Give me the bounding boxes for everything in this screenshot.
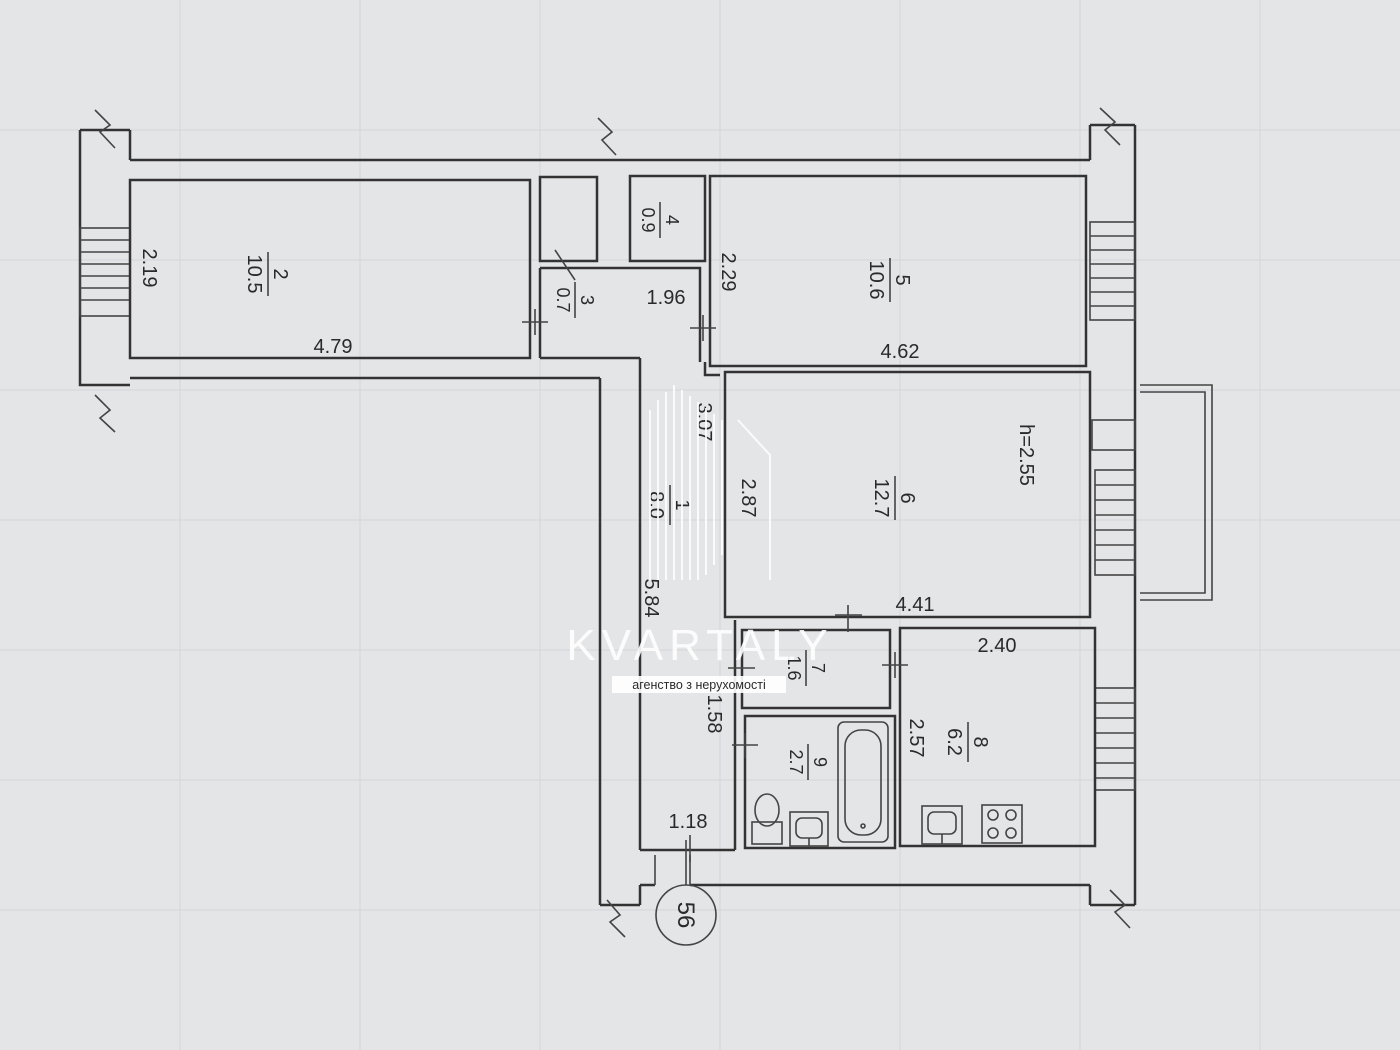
- svg-text:2: 2: [269, 268, 291, 279]
- windows: [79, 221, 1136, 791]
- closet-outline: [538, 175, 599, 263]
- dim-5-84: 5.84: [640, 579, 662, 618]
- sink-icon: [789, 811, 829, 847]
- room-7-outline: [740, 628, 892, 710]
- room-4-label: 4 0.9: [638, 202, 682, 238]
- room-2-label: 2 10.5: [243, 252, 291, 296]
- apartment-number-marker: 56: [655, 840, 717, 946]
- svg-text:5: 5: [891, 274, 913, 285]
- svg-text:7: 7: [808, 663, 828, 673]
- stove-icon: [981, 804, 1023, 844]
- room-6-outline: [723, 370, 1092, 619]
- room-7-label: 7 1.6: [784, 650, 828, 686]
- svg-text:9: 9: [810, 757, 830, 767]
- svg-text:4: 4: [662, 215, 682, 225]
- svg-text:10.5: 10.5: [243, 255, 265, 294]
- room-3-outline: [540, 266, 702, 362]
- dim-1-58: 1.58: [703, 695, 725, 734]
- bathtub-icon: [837, 721, 889, 843]
- room-outlines: [128, 174, 1097, 885]
- dim-2-40: 2.40: [978, 635, 1017, 657]
- watermark-brand: KVARTALY: [566, 621, 833, 670]
- room-9-outline: [743, 714, 897, 850]
- room-5-label: 5 10.6: [865, 258, 913, 302]
- room-8-label: 8 6.2: [943, 722, 991, 762]
- dim-2-29: 2.29: [717, 253, 739, 292]
- watermark-logo-icon: [649, 385, 771, 580]
- break-marks: [94, 107, 1131, 938]
- dim-4-62: 4.62: [881, 341, 920, 363]
- room-5-outline: [708, 174, 1088, 368]
- dim-4-79: 4.79: [314, 336, 353, 358]
- outer-walls: [78, 123, 1137, 907]
- watermark: KVARTALY агенство з нерухомості: [566, 385, 833, 693]
- svg-text:2.7: 2.7: [786, 749, 806, 774]
- svg-text:3: 3: [577, 295, 597, 305]
- kitchen-sink-icon: [921, 805, 963, 845]
- toilet-icon: [751, 793, 783, 845]
- dim-4-41: 4.41: [896, 594, 935, 616]
- watermark-tagline: агенство з нерухомості: [632, 678, 765, 692]
- svg-text:56: 56: [672, 902, 699, 929]
- svg-text:10.6: 10.6: [865, 261, 887, 300]
- room-1-label: 1 8.0: [645, 485, 693, 525]
- svg-text:1.6: 1.6: [784, 655, 804, 680]
- dimension-ticks: [522, 249, 908, 862]
- dim-1-96: 1.96: [647, 287, 686, 309]
- room-2-outline: [128, 178, 532, 360]
- svg-text:0.7: 0.7: [553, 287, 573, 312]
- room-8-outline: [898, 626, 1097, 848]
- dim-2-57: 2.57: [905, 719, 927, 758]
- room-4-outline: [628, 174, 707, 263]
- svg-text:8: 8: [969, 736, 991, 747]
- dim-1-18: 1.18: [669, 811, 708, 833]
- svg-text:12.7: 12.7: [870, 479, 892, 518]
- dim-2-19: 2.19: [138, 249, 160, 288]
- dim-3-07: 3.07: [693, 403, 715, 442]
- svg-text:8.0: 8.0: [645, 491, 667, 519]
- room-6-label: 6 12.7: [870, 476, 918, 520]
- room-3-label: 3 0.7: [553, 282, 597, 318]
- dim-2-87: 2.87: [737, 479, 759, 518]
- svg-text:6: 6: [896, 492, 918, 503]
- balcony: [1140, 384, 1213, 601]
- svg-text:0.9: 0.9: [638, 207, 658, 232]
- ceiling-height: h=2.55: [1015, 424, 1037, 486]
- svg-text:6.2: 6.2: [943, 728, 965, 756]
- room-9-label: 9 2.7: [786, 744, 830, 780]
